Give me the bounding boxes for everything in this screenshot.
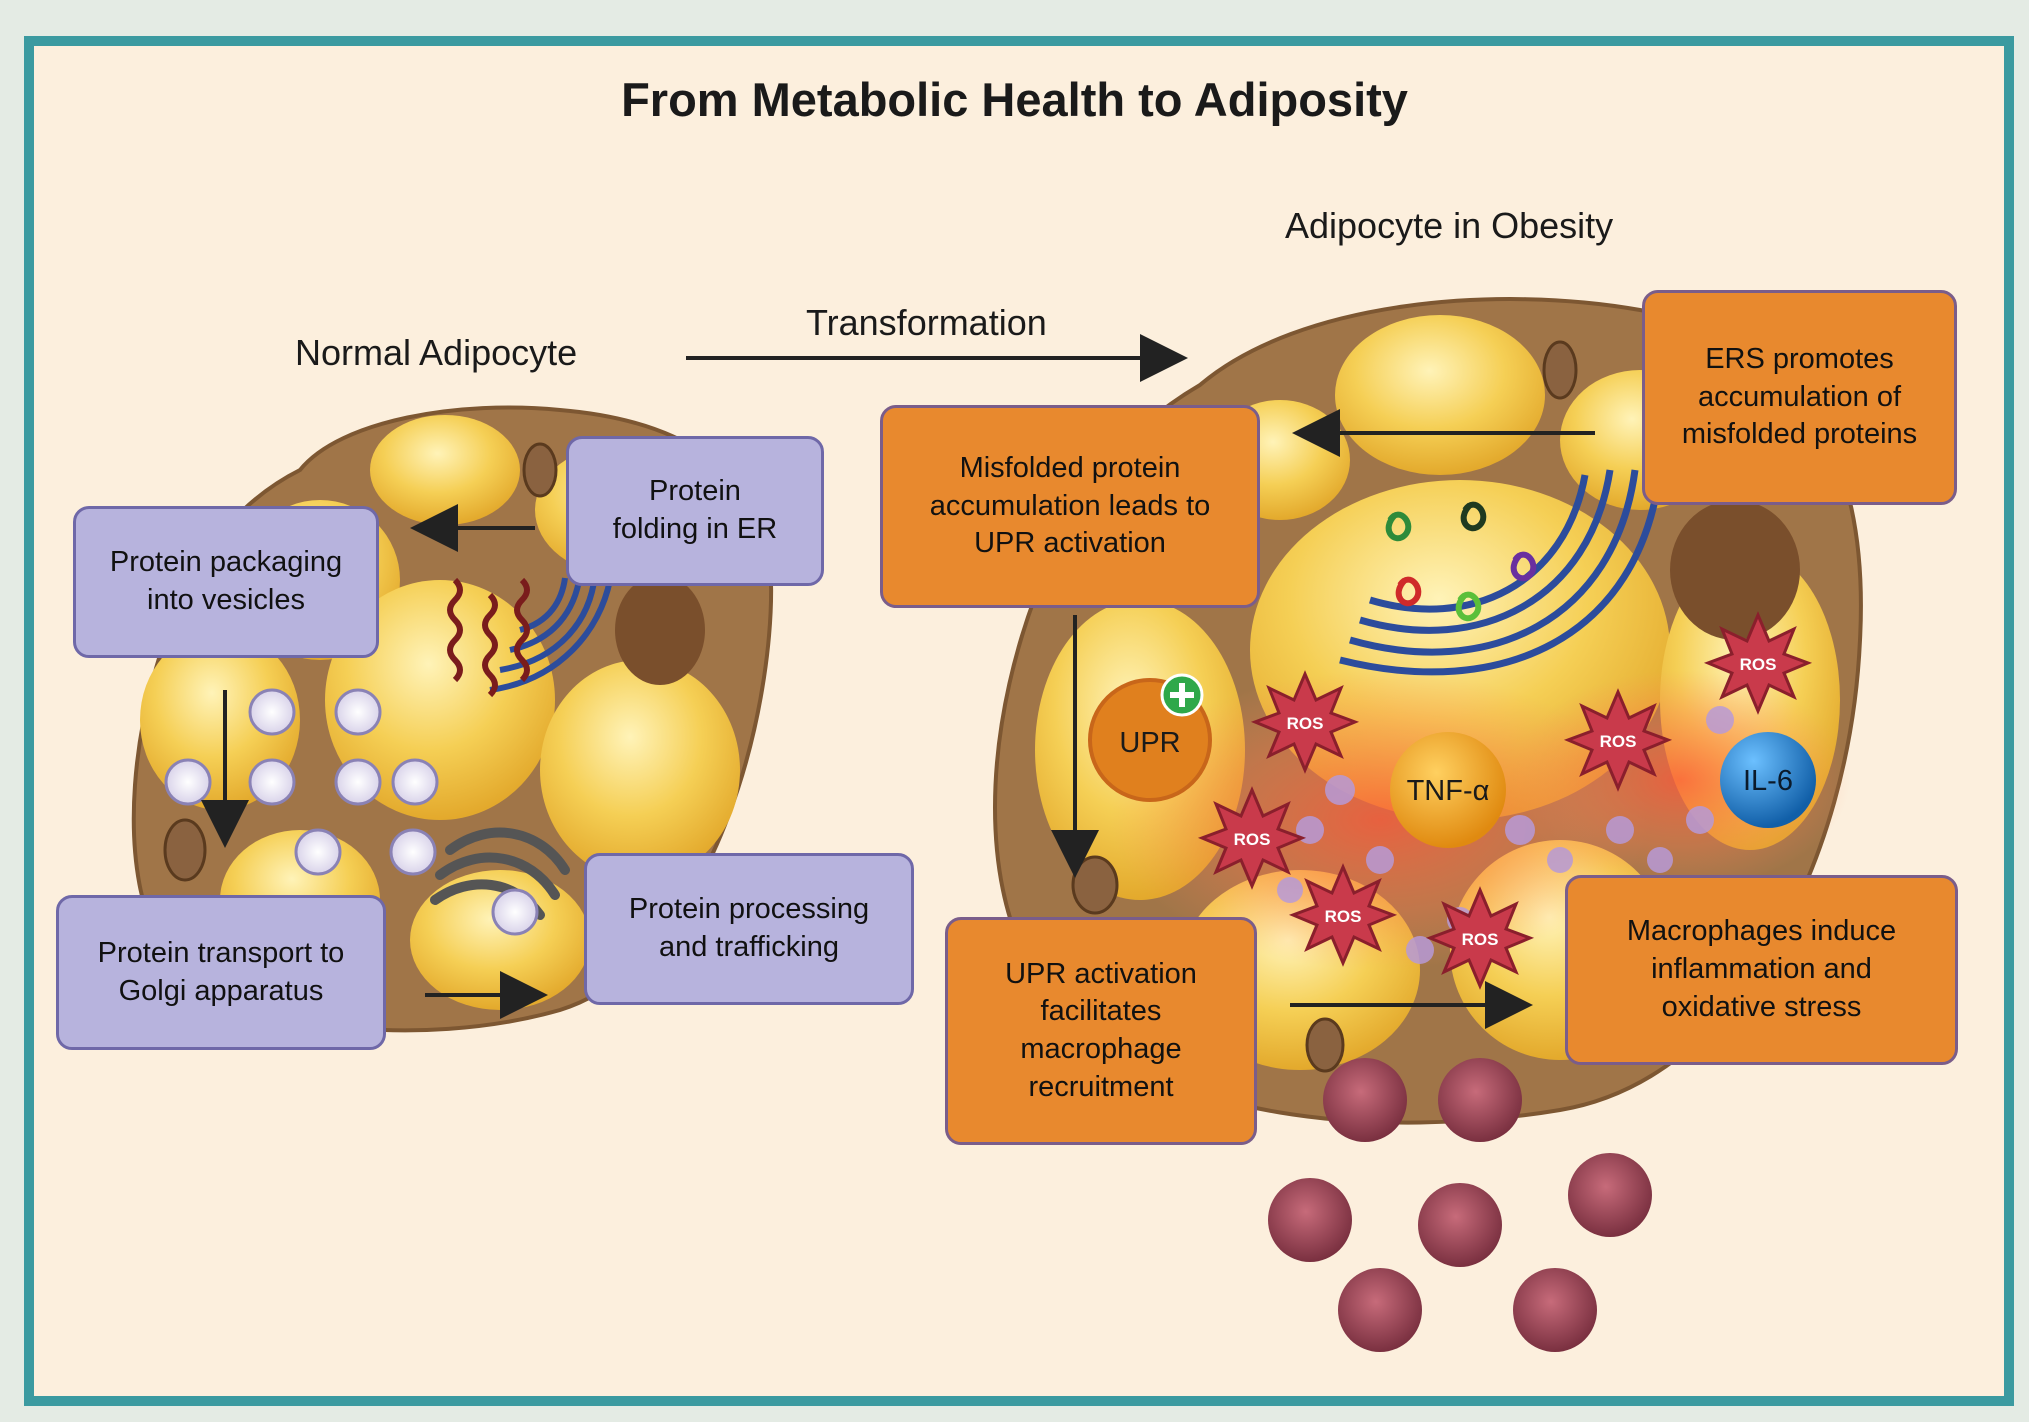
normal-adipocyte-heading: Normal Adipocyte	[295, 332, 578, 373]
protein-folding-box: Protein folding in ER	[566, 436, 824, 586]
macrophages	[1268, 1058, 1652, 1352]
protein-packaging-box: Protein packaging into vesicles	[73, 506, 379, 658]
ros-label: ROS	[1287, 714, 1324, 733]
upr-label: UPR	[1119, 727, 1180, 759]
upr-macrophage-box: UPR activation facilitates macrophage re…	[945, 917, 1257, 1145]
protein-transport-box: Protein transport to Golgi apparatus	[56, 895, 386, 1050]
ros-label: ROS	[1325, 907, 1362, 926]
ros-label: ROS	[1600, 732, 1637, 751]
ros-label: ROS	[1462, 930, 1499, 949]
obesity-adipocyte-heading: Adipocyte in Obesity	[1285, 205, 1614, 246]
ers-misfolded-box: ERS promotes accumulation of misfolded p…	[1642, 290, 1957, 505]
figure-title: From Metabolic Health to Adiposity	[621, 73, 1408, 126]
ros-label: ROS	[1234, 830, 1271, 849]
obese-cell-arrows	[1051, 409, 1595, 1029]
misfolded-upr-box: Misfolded protein accumulation leads to …	[880, 405, 1260, 608]
macrophage-inflammation-box: Macrophages induce inflammation and oxid…	[1565, 875, 1958, 1065]
normal-cell-arrows	[201, 334, 1188, 1019]
transformation-heading: Transformation	[806, 302, 1047, 343]
ros-label: ROS	[1740, 655, 1777, 674]
il6-label: IL-6	[1743, 765, 1793, 797]
tnf-alpha-label: TNF-α	[1407, 775, 1490, 807]
protein-processing-box: Protein processing and trafficking	[584, 853, 914, 1005]
